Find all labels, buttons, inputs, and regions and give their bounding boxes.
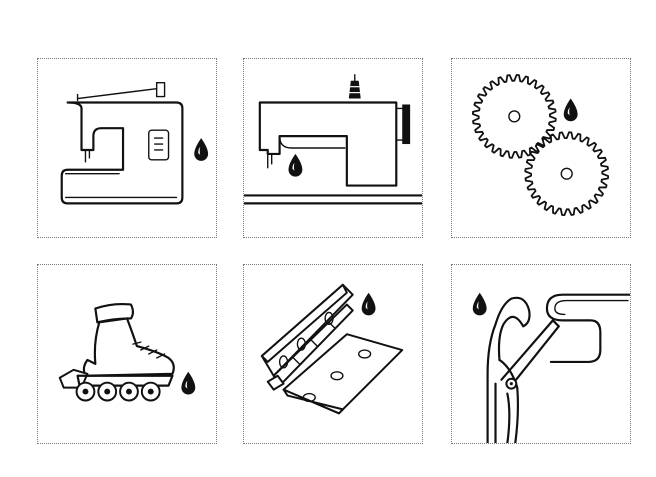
shears-icon xyxy=(472,292,630,443)
sewing-machine-icon xyxy=(60,82,209,205)
inline-skate-icon xyxy=(58,302,196,402)
hinge-icon xyxy=(260,283,404,415)
industrial-sewing-machine-icon xyxy=(244,74,422,205)
tile-industrial-sewing-machine xyxy=(243,58,423,238)
tile-inline-skate xyxy=(37,264,217,444)
gears-icon xyxy=(471,74,610,217)
tile-hinge xyxy=(243,264,423,444)
gear-shape xyxy=(471,74,557,159)
tile-shears xyxy=(451,264,631,444)
tile-gears xyxy=(451,58,631,238)
tile-sewing-machine xyxy=(37,58,217,238)
gear-shape xyxy=(524,131,610,217)
